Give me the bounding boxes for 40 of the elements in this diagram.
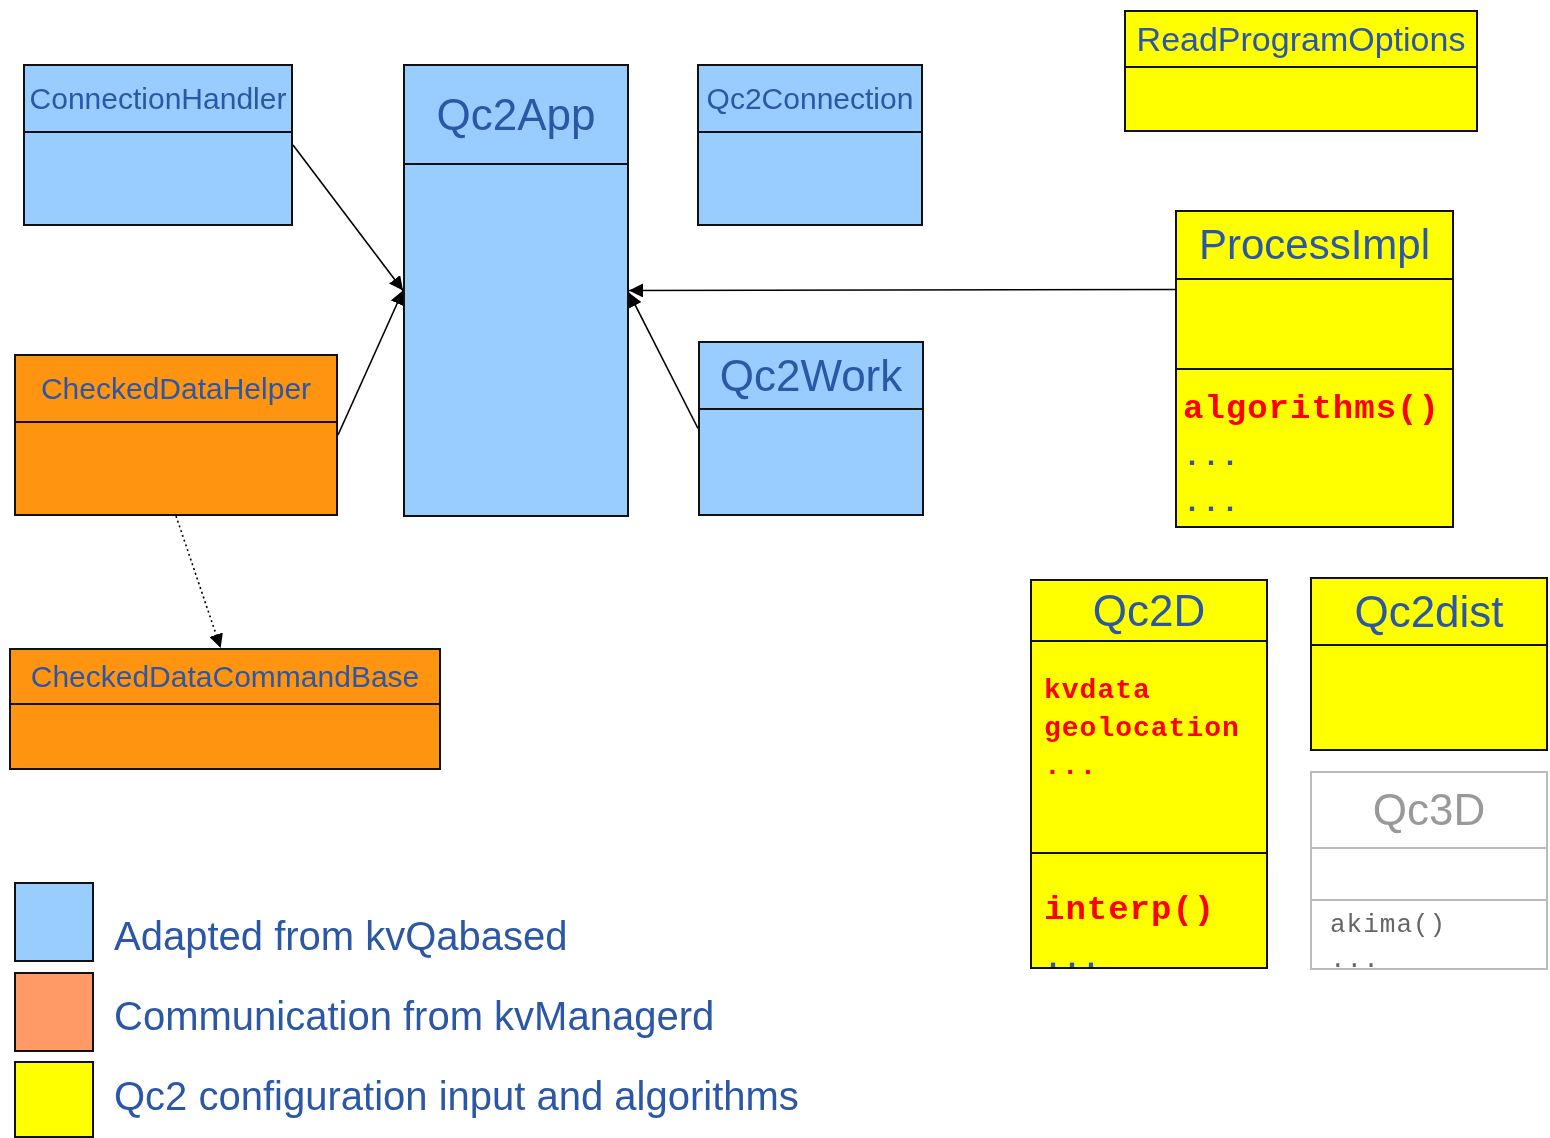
class-box [9,648,441,770]
class-name: Qc2Work [719,353,903,398]
class-name: ProcessImpl [1198,224,1431,266]
method-text: akima() [1330,909,1447,942]
class-box [1175,210,1454,528]
arrow [628,291,699,430]
class-name: Qc2App [436,92,596,137]
class-name: CheckedDataHelper [40,373,312,404]
class-box [1310,771,1548,970]
class-box [697,64,923,226]
legend-label: Qc2 configuration input and algorithms [114,1074,799,1119]
class-name: ReadProgramOptions [1136,22,1466,56]
class-box [14,354,338,516]
class-box [23,64,293,226]
method-text: algorithms() [1183,389,1440,430]
class-box [1310,577,1548,751]
class-box [1030,579,1268,969]
method-text: ... [1183,439,1240,476]
class-name: Qc2Connection [706,83,914,114]
class-name: CheckedDataCommandBase [30,661,420,692]
method-text: ... [1183,485,1240,522]
legend-label: Adapted from kvQabased [114,914,568,959]
method-text: interp() [1044,890,1216,931]
class-box [403,64,629,517]
class-name: ConnectionHandler [29,83,287,114]
class-box [698,341,924,516]
class-name: Qc2D [1092,588,1206,633]
legend-label: Communication from kvManagerd [114,994,715,1039]
class-name: Qc3D [1372,788,1486,832]
method-text: ... [1044,941,1101,978]
attribute-text: geolocation [1044,712,1240,746]
arrow [337,289,404,436]
class-name: Qc2dist [1354,589,1504,634]
arrow [175,515,223,649]
arrow [292,144,404,292]
attribute-text: kvdata [1044,674,1151,708]
class-box [1124,10,1478,132]
arrow [628,283,1176,298]
attribute-text: ... [1044,750,1098,784]
method-text: ... [1330,945,1380,975]
